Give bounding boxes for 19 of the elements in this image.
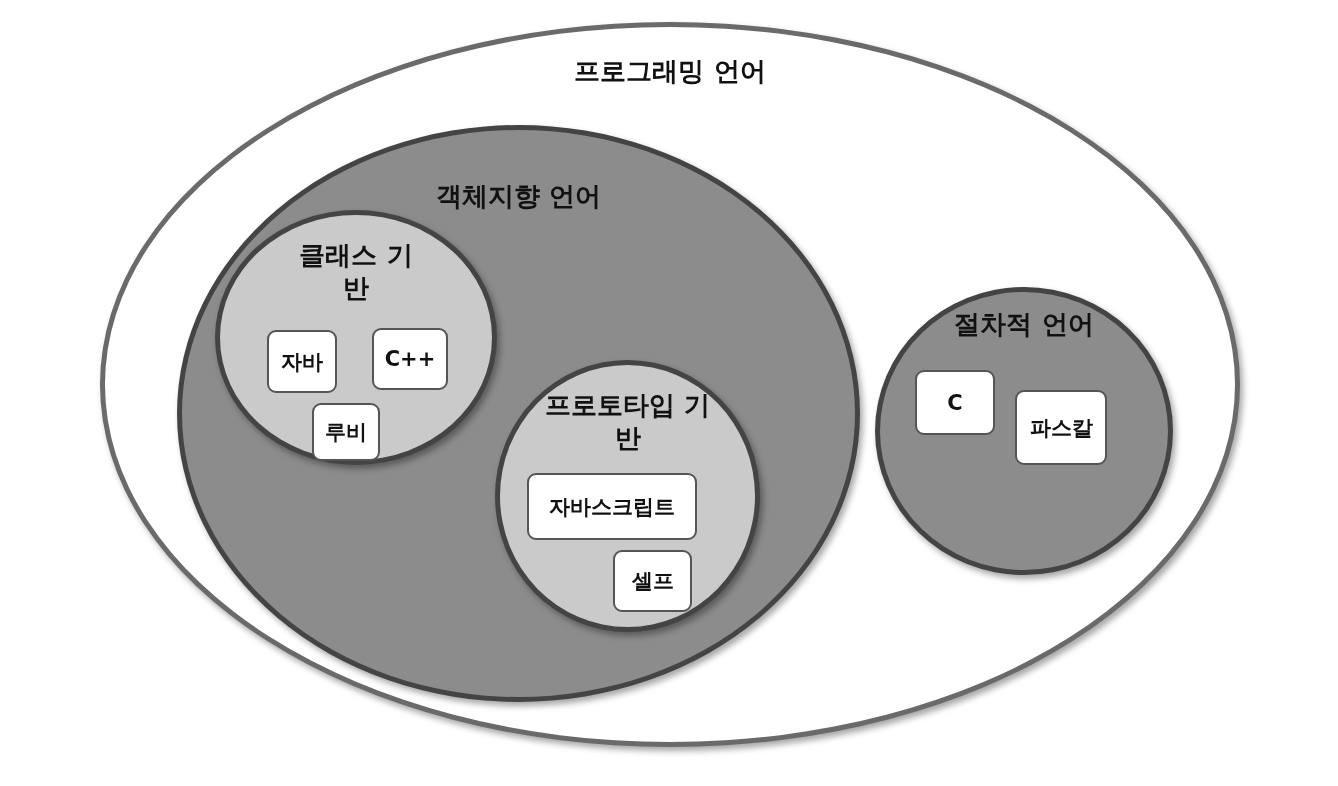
set-label: 클래스 기반 [298, 239, 414, 304]
language-box [527, 473, 697, 540]
language-box [1015, 390, 1107, 465]
language-name: C [947, 390, 963, 415]
language-box [312, 403, 380, 461]
language-box [267, 330, 337, 393]
language-box [613, 550, 692, 612]
language-box [372, 328, 448, 390]
set-label: 프로그래밍 언어 [573, 55, 767, 88]
language-name: 자바 [281, 348, 323, 376]
language-name: 파스칼 [1029, 414, 1093, 442]
language-box [915, 370, 995, 435]
set-label: 객체지향 언어 [434, 180, 603, 213]
language-name: 셀프 [631, 568, 674, 595]
language-name: 루비 [325, 419, 367, 446]
language-name: 자바스크립트 [549, 493, 675, 521]
set-label: 프로토타입 기반 [543, 389, 712, 454]
set-label: 절차적 언어 [953, 308, 1095, 341]
language-name: C++ [384, 347, 436, 371]
